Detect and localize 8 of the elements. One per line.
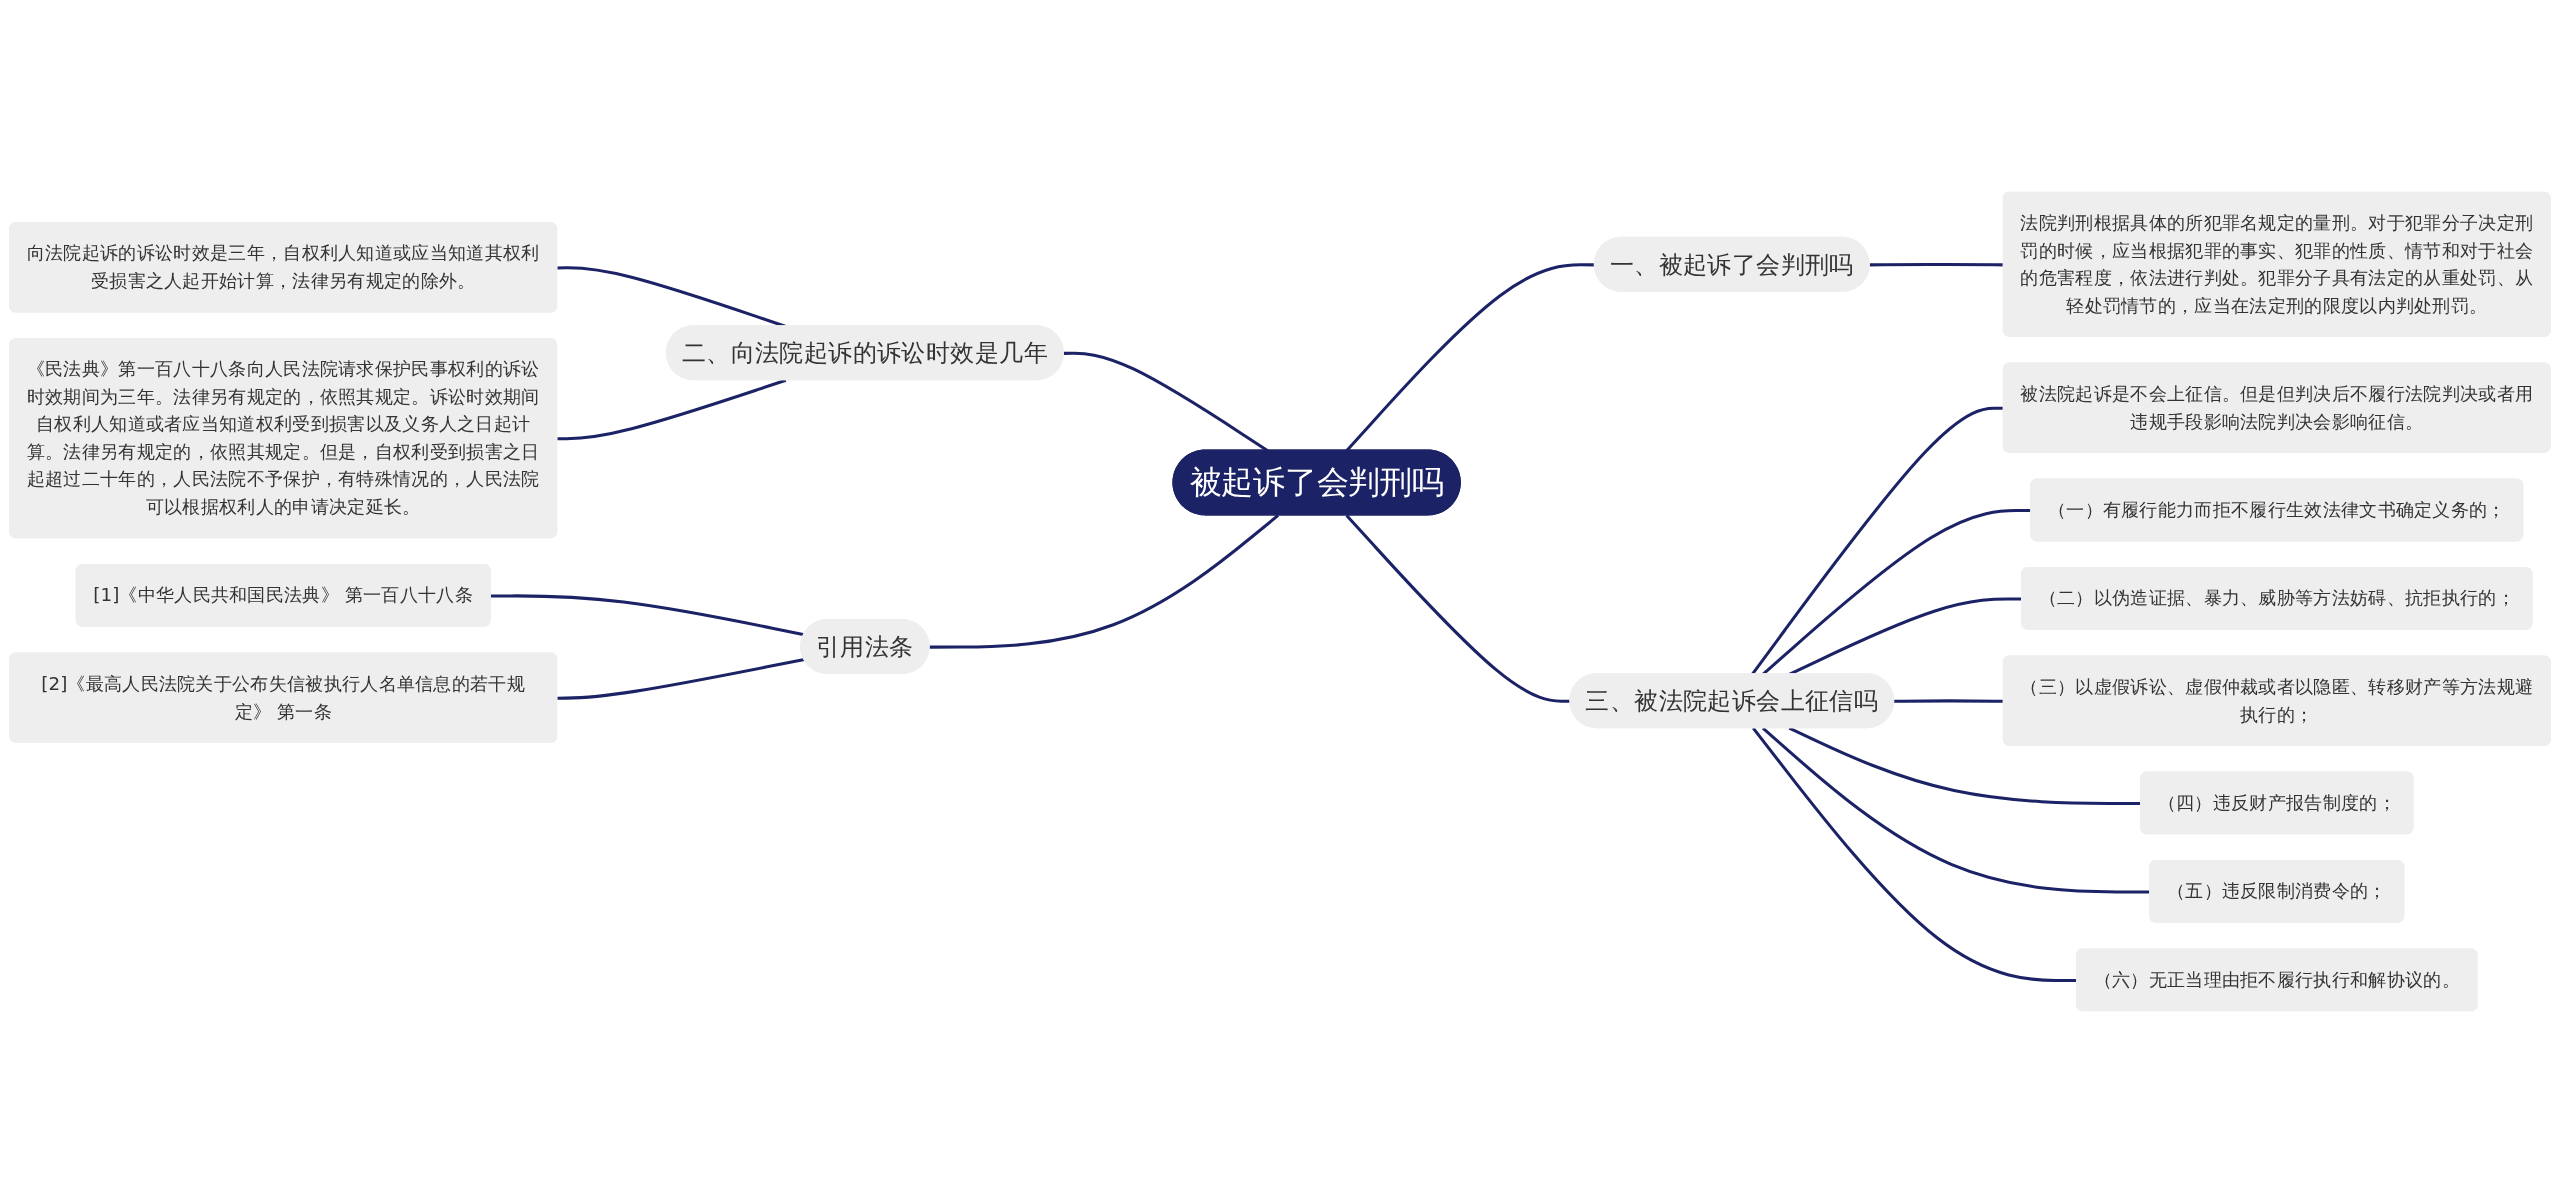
connector bbox=[557, 378, 787, 441]
connector bbox=[490, 594, 805, 637]
connector bbox=[557, 657, 805, 700]
connector bbox=[1894, 699, 2004, 703]
connector bbox=[1869, 262, 2004, 267]
connector bbox=[1345, 514, 1571, 703]
connector bbox=[929, 514, 1280, 649]
connector bbox=[1063, 351, 1269, 452]
